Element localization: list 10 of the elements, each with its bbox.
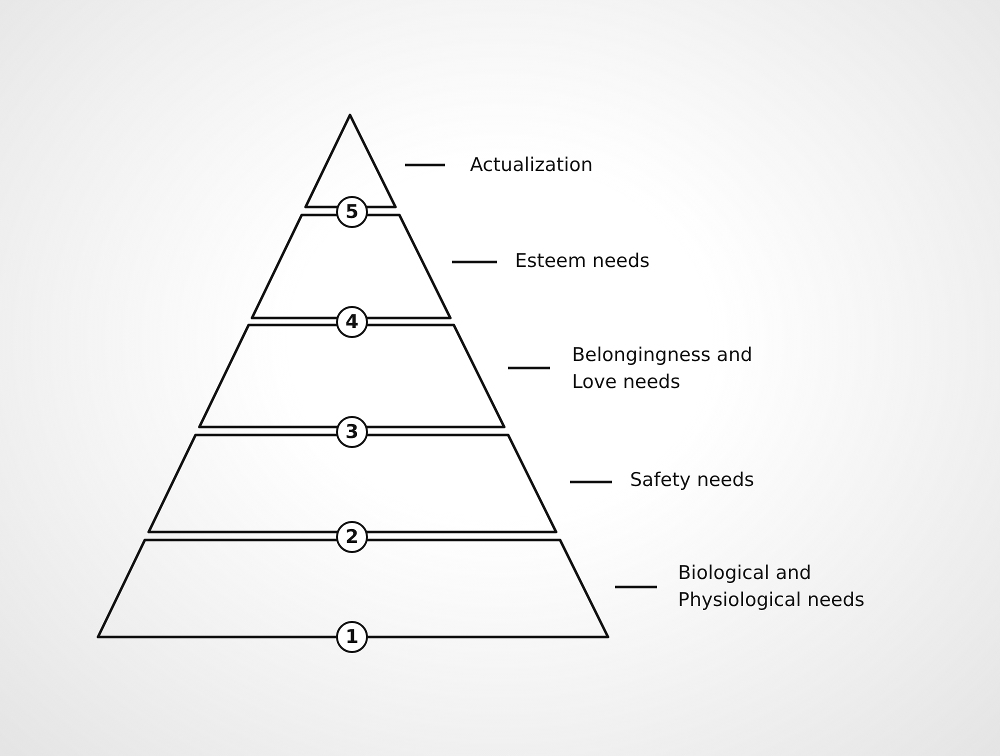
- level-label: Biological and Physiological needs: [678, 561, 866, 613]
- number-circle: 2: [336, 521, 368, 553]
- level-label: Belongingness and Love needs: [572, 343, 754, 395]
- level-label: Safety needs: [630, 468, 756, 493]
- level-label: Esteem needs: [515, 249, 651, 274]
- number-circle: 3: [336, 416, 368, 448]
- number-circle: 5: [336, 196, 368, 228]
- level-label: Actualization: [470, 153, 594, 178]
- number-circle: 1: [336, 621, 368, 653]
- number-circle: 4: [336, 306, 368, 338]
